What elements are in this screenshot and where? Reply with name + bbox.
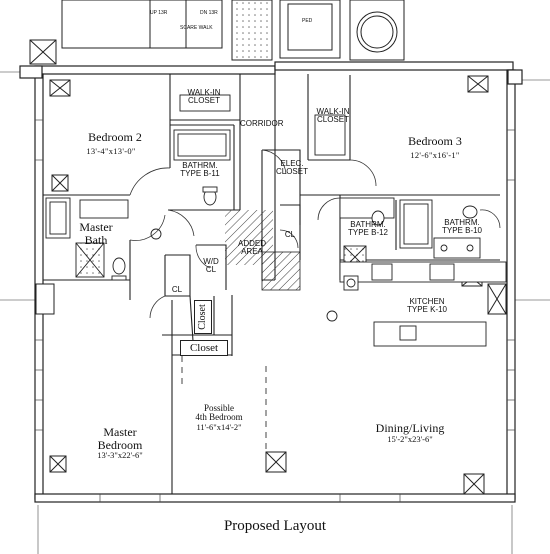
- dining-living-dims: 15'-2"x23'-6": [387, 433, 433, 444]
- walk-in-closet-1-name2: CLOSET: [187, 96, 220, 106]
- kitchen-type: TYPE K-10: [406, 305, 447, 315]
- closet-vertical-name: Closet: [197, 304, 208, 330]
- master-bedroom-name2: Bedroom: [97, 437, 143, 452]
- walk-in-closet-2-name: WALK-IN: [316, 107, 350, 116]
- elec-closet-name2: CLOSET: [275, 167, 308, 177]
- fixtures: [45, 94, 507, 347]
- walk-in-closet-2-name2: CLOSET: [316, 115, 349, 125]
- elec-closet-label: ELEC. CLOSET: [272, 159, 312, 177]
- interior-walls: [43, 74, 500, 494]
- dining-living-label: Dining/Living 15'-2"x23'-6": [350, 422, 470, 444]
- cl-2-label: CL: [171, 285, 183, 294]
- bath-b10-name: BATHRM.: [444, 218, 480, 227]
- bath-b12-name: BATHRM.: [350, 220, 386, 229]
- bath-b12-type: TYPE B-12: [347, 228, 388, 238]
- added-area: [225, 210, 301, 291]
- bedroom-3-name: Bedroom 3: [408, 134, 462, 148]
- added-area-label: ADDED AREA: [232, 239, 272, 257]
- wd-closet-name2: CL: [205, 265, 217, 275]
- bath-b10-label: BATHRM. TYPE B-10: [434, 218, 490, 236]
- wd-closet-label: W/D CL: [198, 257, 224, 275]
- dining-living-name: Dining/Living: [375, 421, 445, 435]
- elec-closet-name: ELEC.: [280, 159, 304, 168]
- master-bedroom-label: Master Bedroom 13'-3"x22'-6": [70, 426, 170, 460]
- ped-note: PED: [302, 18, 313, 24]
- master-bedroom-name: Master: [103, 425, 137, 439]
- bath-b11-label: BATHRM. TYPE B-11: [172, 161, 228, 179]
- bedroom-4-name: Possible: [203, 403, 234, 413]
- bath-b10-type: TYPE B-10: [441, 226, 482, 236]
- bedroom-3-label: Bedroom 3: [380, 135, 490, 148]
- bedroom-4-dims: 11'-6"x14'-2": [196, 421, 242, 432]
- added-area-name2: AREA: [241, 247, 263, 257]
- closet-vertical-label: Closet: [194, 300, 212, 334]
- kitchen-label: KITCHEN TYPE K-10: [392, 297, 462, 315]
- master-bath-name: Master: [79, 220, 113, 234]
- bedroom-2-label: Bedroom 2: [60, 131, 170, 144]
- corridor-label: CORRIDOR: [240, 119, 284, 128]
- bedroom-2-dims: 13'-4"x13'-0": [86, 146, 136, 156]
- stair-note-up: UP 13R: [150, 10, 168, 16]
- bedroom-4-label: Possible 4th Bedroom 11'-6"x14'-2": [174, 403, 264, 432]
- window-ticks: [35, 119, 515, 502]
- bedroom-4-name2: 4th Bedroom: [195, 412, 243, 423]
- walk-in-closet-2-label: WALK-IN CLOSET: [308, 107, 358, 125]
- added-area-name: ADDED: [237, 239, 266, 248]
- doors: [129, 149, 501, 319]
- top-elements: [29, 0, 405, 65]
- walk-in-closet-1-name: WALK-IN: [187, 88, 221, 97]
- bath-b12-label: BATHRM. TYPE B-12: [340, 220, 396, 238]
- master-bath-name2: Bath: [84, 232, 108, 247]
- cl-1-label: CL: [284, 230, 296, 239]
- bath-b11-name: BATHRM.: [182, 161, 218, 170]
- kitchen-name: KITCHEN: [409, 297, 445, 306]
- bedroom-2-name: Bedroom 2: [88, 130, 142, 144]
- bath-b11-type: TYPE B-11: [180, 169, 220, 179]
- closet-horizontal-label: Closet: [180, 340, 228, 356]
- walk-in-closet-1-label: WALK-IN CLOSET: [178, 88, 230, 106]
- stair-note-walk: SCARE WALK: [180, 25, 213, 31]
- dashed-lines: [181, 356, 267, 450]
- master-bath-label: Master Bath: [68, 221, 124, 246]
- stair-note-down: DN 13R: [200, 10, 218, 16]
- bedroom-3-dims: 12'-6"x16'-1": [410, 150, 460, 160]
- master-bedroom-dims: 13'-3"x22'-6": [97, 450, 143, 461]
- wd-closet-name: W/D: [203, 257, 219, 266]
- plan-caption: Proposed Layout: [223, 518, 327, 534]
